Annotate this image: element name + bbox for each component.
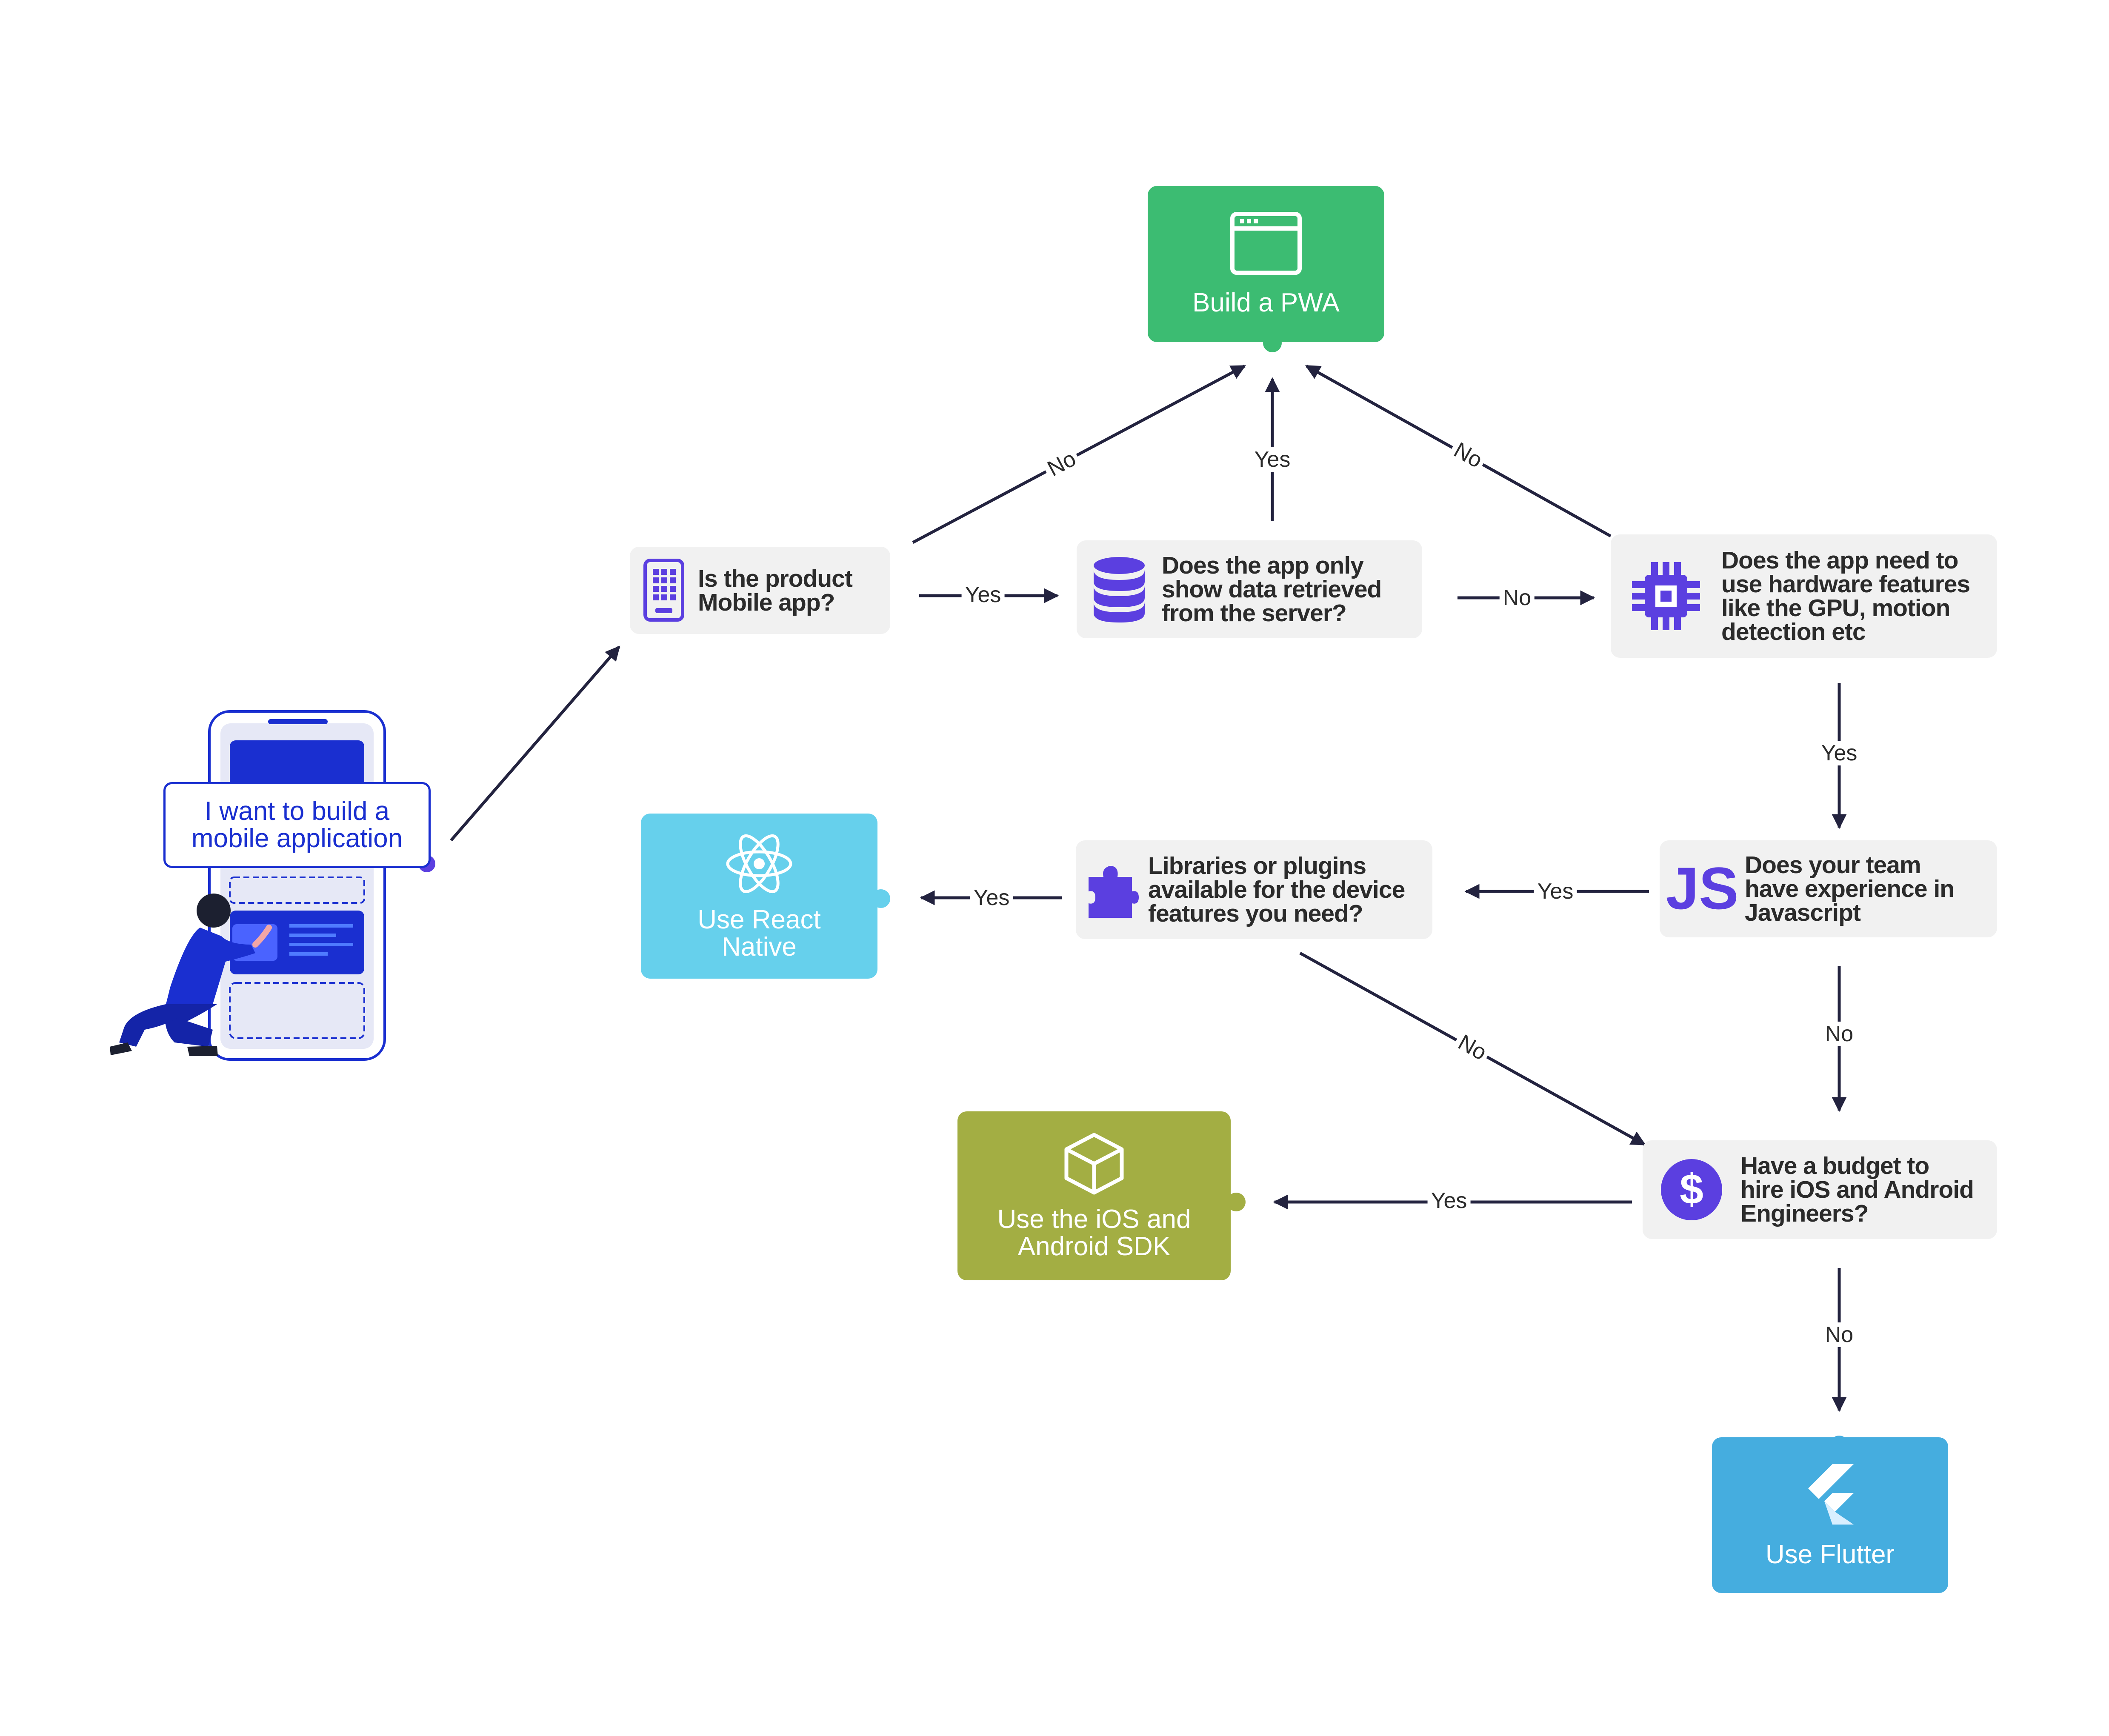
node-is-mobile-app[interactable]: Is the product Mobile app? bbox=[630, 547, 890, 634]
outcome-label: Build a PWA bbox=[1192, 288, 1340, 317]
database-icon bbox=[1077, 555, 1162, 623]
chip-icon bbox=[1611, 560, 1721, 632]
edge-mobile-to-pwa bbox=[912, 364, 1246, 544]
node-budget[interactable]: $ Have a budget to hire iOS and Android … bbox=[1643, 1140, 1997, 1239]
svg-text:JS: JS bbox=[1666, 861, 1738, 917]
outcome-label: Use the iOS and Android SDK bbox=[997, 1205, 1191, 1261]
mobile-grid-icon bbox=[630, 558, 698, 622]
edge-label-hardware-js-yes: Yes bbox=[1818, 741, 1861, 765]
svg-text:$: $ bbox=[1680, 1165, 1703, 1213]
puzzle-icon bbox=[1076, 860, 1148, 919]
outcome-label: Use Flutter bbox=[1765, 1539, 1895, 1569]
outcome-react-native[interactable]: Use React Native bbox=[641, 814, 877, 979]
outcome-label: Use React Native bbox=[697, 905, 821, 962]
js-icon: JS bbox=[1660, 861, 1745, 917]
browser-window-icon bbox=[1230, 211, 1302, 277]
phone-with-person-illustration bbox=[110, 710, 386, 1061]
start-label: I want to build a mobile application bbox=[163, 782, 431, 868]
node-js-experience[interactable]: JS Does your team have experience in Jav… bbox=[1660, 840, 1997, 937]
node-hardware-features[interactable]: Does the app need to use hardware featur… bbox=[1611, 534, 1997, 658]
edge-label-js-budget-no: No bbox=[1821, 1022, 1857, 1046]
node-text: Libraries or plugins available for the d… bbox=[1148, 852, 1405, 927]
node-text: Have a budget to hire iOS and Android En… bbox=[1740, 1152, 1974, 1227]
react-atom-icon bbox=[725, 832, 793, 898]
edge-start-to-mobile bbox=[450, 645, 620, 842]
edge-label-budget-sdk-yes: Yes bbox=[1427, 1188, 1471, 1213]
edge-label-libs-react-yes: Yes bbox=[970, 885, 1013, 910]
node-text: Does the app need to use hardware featur… bbox=[1721, 547, 1970, 645]
node-text: Does your team have experience in Javasc… bbox=[1745, 851, 1955, 926]
cube-icon bbox=[1062, 1131, 1126, 1197]
edge-label-js-libs-yes: Yes bbox=[1534, 879, 1577, 904]
outcome-build-pwa[interactable]: Build a PWA bbox=[1148, 186, 1384, 342]
edge-label-server-pwa-yes: Yes bbox=[1251, 447, 1294, 472]
node-libraries-plugins[interactable]: Libraries or plugins available for the d… bbox=[1076, 840, 1432, 939]
node-server-data[interactable]: Does the app only show data retrieved fr… bbox=[1077, 540, 1422, 638]
flutter-icon bbox=[1803, 1462, 1858, 1528]
dollar-icon: $ bbox=[1643, 1158, 1740, 1222]
outcome-flutter[interactable]: Use Flutter bbox=[1712, 1437, 1948, 1593]
start-illustration bbox=[102, 706, 485, 1081]
node-text: Does the app only show data retrieved fr… bbox=[1162, 552, 1382, 627]
node-text: Is the product Mobile app? bbox=[698, 565, 853, 616]
edge-label-budget-flutter-no: No bbox=[1821, 1322, 1857, 1347]
outcome-native-sdk[interactable]: Use the iOS and Android SDK bbox=[957, 1111, 1231, 1280]
edge-label-mobile-server-yes: Yes bbox=[961, 582, 1005, 607]
edge-label-server-hardware-no: No bbox=[1499, 585, 1535, 610]
